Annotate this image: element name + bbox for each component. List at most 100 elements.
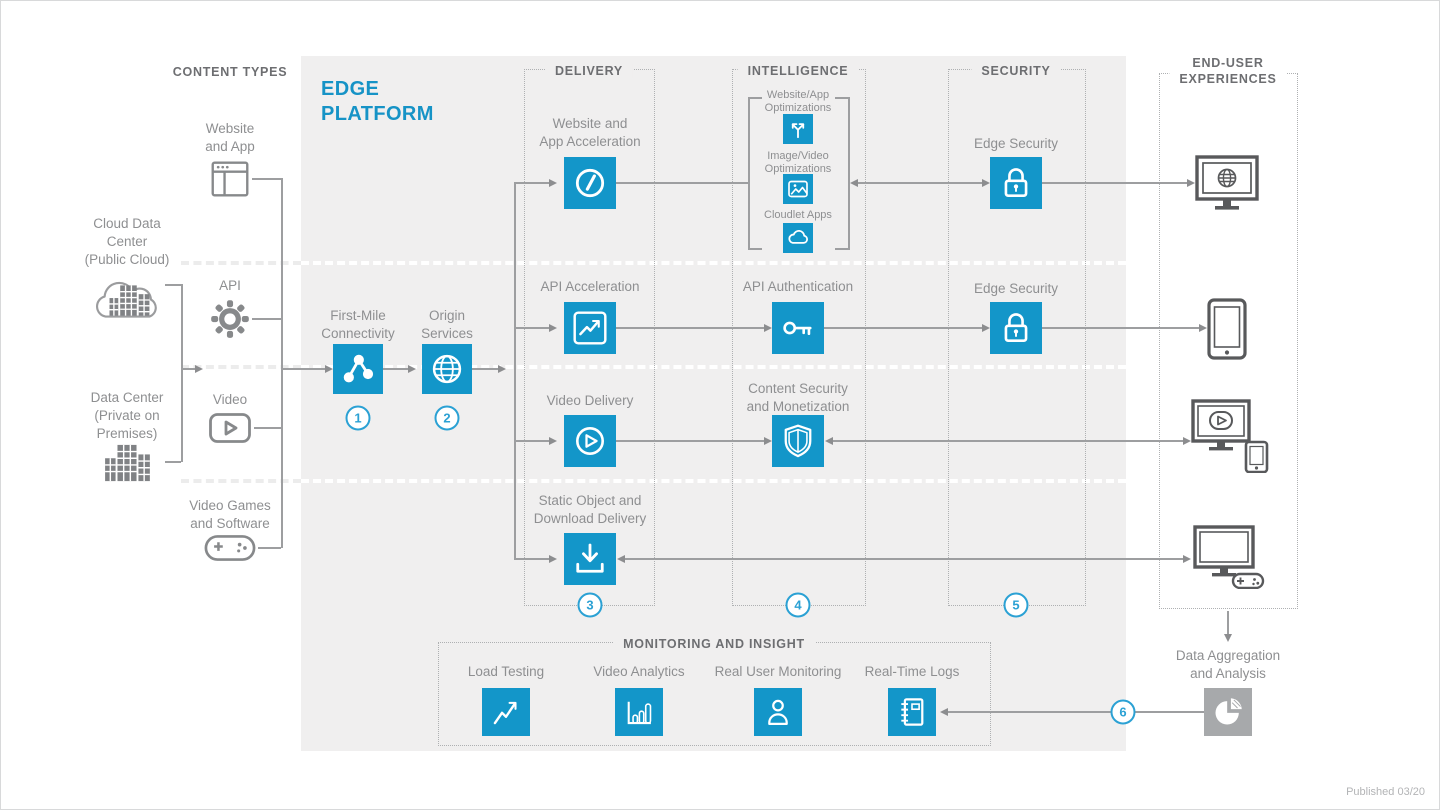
arrowhead xyxy=(982,178,990,187)
arrowhead xyxy=(982,323,990,332)
delivery-header: DELIVERY xyxy=(544,64,634,78)
tablet-icon xyxy=(1207,298,1247,365)
step-number-4: 4 xyxy=(785,592,811,618)
pie-chart-icon xyxy=(1215,698,1242,725)
arrowhead xyxy=(764,323,772,332)
content-type-label: Video Games and Software xyxy=(189,498,271,531)
connector xyxy=(181,284,183,462)
connector xyxy=(514,182,516,559)
website-acceleration-tile xyxy=(564,157,616,209)
row-separator xyxy=(181,365,301,369)
arrowhead xyxy=(408,364,416,373)
first-mile-tile xyxy=(333,344,383,394)
connector xyxy=(252,178,281,180)
data-center-icon xyxy=(96,443,158,488)
data-aggregation-tile xyxy=(1204,688,1252,736)
content-type-label: API xyxy=(219,278,241,293)
step-number-3: 3 xyxy=(577,592,603,618)
connector xyxy=(616,182,748,184)
gear-icon xyxy=(209,298,251,345)
padlock-icon xyxy=(1004,313,1028,342)
first-mile-label: First-Mile Connectivity xyxy=(321,308,395,341)
delivery-item-label: Static Object and Download Delivery xyxy=(533,493,647,526)
edge-security-tile xyxy=(990,157,1042,209)
delivery-item-label: API Acceleration xyxy=(540,279,640,294)
connector xyxy=(165,461,181,463)
edge-security-label: Edge Security xyxy=(973,281,1059,296)
delivery-item-label: Website and App Acceleration xyxy=(539,116,641,149)
bracket xyxy=(748,248,762,250)
image-optimizations-tile xyxy=(783,174,813,204)
delivery-item-label: Video Delivery xyxy=(546,393,634,408)
bar-chart-icon xyxy=(627,701,652,725)
origin-services-label: Origin Services xyxy=(421,308,473,341)
connector xyxy=(1042,327,1199,329)
api-authentication-tile xyxy=(772,302,824,354)
content-type-label: Website and App xyxy=(205,121,255,154)
step-number-1: 1 xyxy=(345,405,371,431)
page-title: EDGE PLATFORM xyxy=(321,78,434,125)
trend-arrow-icon xyxy=(493,701,517,725)
chart-arrow-icon xyxy=(573,311,607,345)
download-tray-icon xyxy=(576,543,604,573)
journal-icon xyxy=(901,698,924,726)
monitoring-item-label: Load Testing xyxy=(467,664,545,679)
bracket xyxy=(748,97,750,250)
browser-icon xyxy=(210,159,250,204)
row-separator xyxy=(301,261,1126,265)
connector xyxy=(1227,611,1229,634)
image-icon xyxy=(788,180,808,198)
optimization-label: Website/App Optimizations xyxy=(764,89,832,115)
content-security-tile xyxy=(772,415,824,467)
content-type-label: Video xyxy=(212,392,248,407)
arrowhead xyxy=(549,554,557,563)
arrowhead xyxy=(498,364,506,373)
connector xyxy=(383,368,409,370)
arrowhead xyxy=(617,554,625,563)
edge-security-label: Edge Security xyxy=(973,136,1059,151)
optimization-label: Cloudlet Apps xyxy=(764,209,832,221)
speedometer-icon xyxy=(575,168,605,198)
row-separator xyxy=(181,479,301,483)
end-user-header: END-USER EXPERIENCES xyxy=(1169,54,1287,88)
video-player-icon xyxy=(208,412,252,449)
download-delivery-tile xyxy=(564,533,616,585)
arrowhead xyxy=(764,436,772,445)
intelligence-item-label: API Authentication xyxy=(742,279,854,294)
connector xyxy=(281,368,325,370)
bracket xyxy=(848,97,850,250)
connector xyxy=(514,182,550,184)
globe-icon xyxy=(432,354,462,384)
monitoring-item-label: Real-Time Logs xyxy=(864,664,960,679)
cloud-data-center-label: Cloud Data Center (Public Cloud) xyxy=(84,216,170,267)
connector xyxy=(514,440,550,442)
connector xyxy=(948,711,1204,713)
data-aggregation-label: Data Aggregation and Analysis xyxy=(1175,648,1281,681)
connector xyxy=(833,440,1183,442)
tv-and-mobile-icon xyxy=(1191,399,1269,478)
arrowhead xyxy=(549,323,557,332)
row-separator xyxy=(301,365,1126,369)
arrowhead xyxy=(825,436,833,445)
bracket xyxy=(835,97,849,99)
branch-arrows-icon xyxy=(791,123,805,139)
connector xyxy=(252,318,281,320)
published-note: Published 03/20 xyxy=(1346,786,1425,798)
cloud-data-center-icon xyxy=(91,271,165,334)
monitoring-item-label: Video Analytics xyxy=(593,664,685,679)
bracket xyxy=(748,97,762,99)
video-analytics-tile xyxy=(615,688,663,736)
real-user-monitoring-tile xyxy=(754,688,802,736)
arrowhead xyxy=(1223,634,1232,642)
connector xyxy=(181,368,195,370)
security-header: SECURITY xyxy=(971,64,1061,78)
desktop-gaming-icon xyxy=(1193,525,1265,594)
intelligence-item-label: Content Security and Monetization xyxy=(746,381,850,414)
connector xyxy=(858,182,982,184)
arrowhead xyxy=(325,364,333,373)
arrowhead xyxy=(549,436,557,445)
arrowhead xyxy=(549,178,557,187)
real-time-logs-tile xyxy=(888,688,936,736)
game-controller-icon xyxy=(204,534,256,567)
